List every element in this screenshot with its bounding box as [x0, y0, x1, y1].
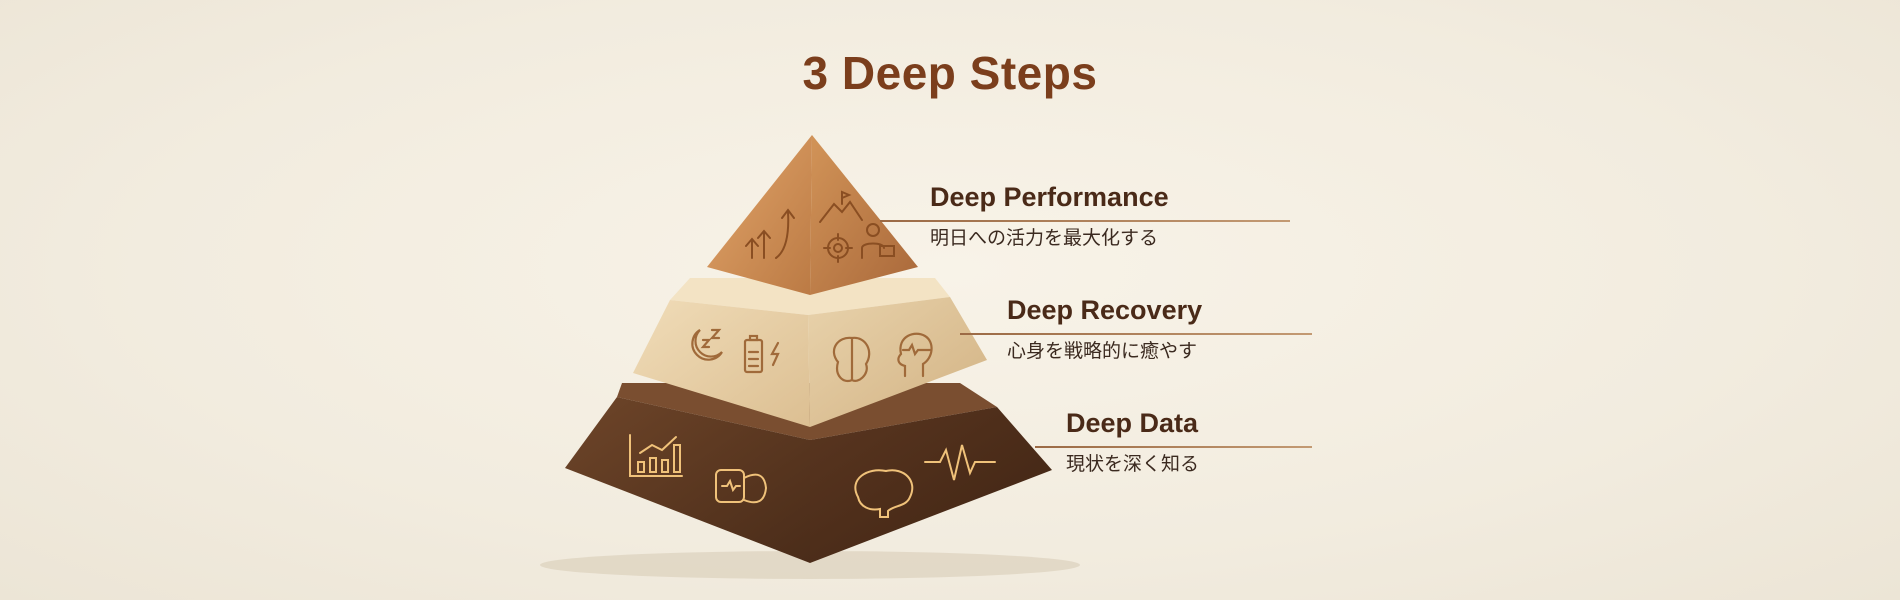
level-subtitle: 明日への活力を最大化する [930, 227, 1159, 249]
brain-icon [854, 469, 914, 518]
level-title: Deep Data [1066, 408, 1199, 438]
target-icon [823, 233, 853, 263]
level-label-data: Deep Data 現状を深く知る [1066, 408, 1199, 476]
head-pulse-icon [897, 332, 933, 378]
bar-chart-icon [629, 434, 683, 477]
moon-sleep-icon [691, 328, 723, 361]
level-subtitle: 現状を深く知る [1066, 453, 1200, 475]
pyramid-tier-middle [633, 278, 987, 427]
businessman-icon [861, 223, 895, 259]
rising-arrows-icon [745, 208, 795, 259]
level-title: Deep Recovery [1007, 295, 1203, 325]
page-title: 3 Deep Steps [802, 47, 1098, 99]
level-subtitle: 心身を戦略的に癒やす [1007, 340, 1198, 362]
battery-charge-icon [743, 334, 780, 374]
level-title: Deep Performance [930, 182, 1169, 212]
connector-line-performance [880, 220, 1290, 222]
connector-line-recovery [960, 333, 1312, 335]
smartwatch-icon [715, 469, 768, 504]
mountain-flag-icon [819, 190, 863, 223]
heartbeat-icon [924, 444, 996, 481]
pyramid-tier-bottom [565, 383, 1052, 563]
connector-line-data [1035, 446, 1312, 448]
pyramid-tier-top [707, 135, 918, 295]
level-label-performance: Deep Performance 明日への活力を最大化する [930, 182, 1169, 250]
brain-icon [832, 336, 871, 383]
level-label-recovery: Deep Recovery 心身を戦略的に癒やす [1007, 295, 1202, 363]
